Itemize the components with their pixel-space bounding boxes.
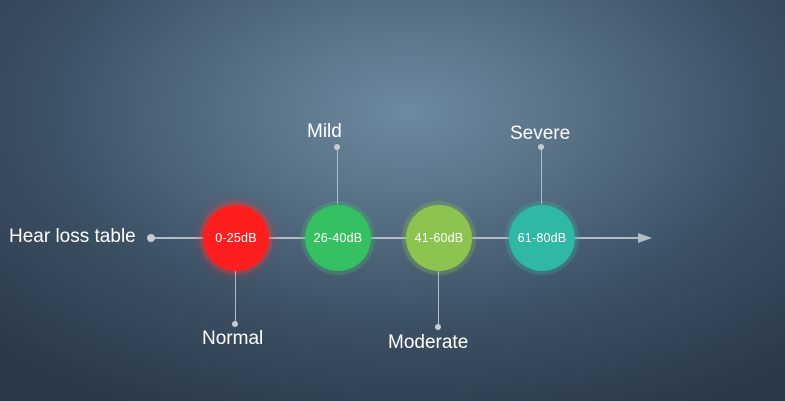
timeline-arrow-head [638, 233, 652, 243]
level-node-moderate: 41-60dB [406, 205, 472, 271]
connector-normal [235, 271, 236, 324]
connector-dot-severe [538, 144, 544, 150]
connector-severe [541, 147, 542, 204]
level-node-mild: 26-40dB [305, 205, 371, 271]
connector-dot-mild [334, 144, 340, 150]
level-label-normal: Normal [202, 328, 264, 349]
level-label-severe: Severe [510, 123, 571, 144]
timeline-start-dot [147, 234, 155, 242]
connector-dot-normal [232, 321, 238, 327]
level-label-mild: Mild [307, 121, 342, 142]
connector-moderate [438, 271, 439, 327]
connector-dot-moderate [435, 324, 441, 330]
timeline-line [150, 237, 640, 239]
level-node-normal: 0-25dB [203, 205, 269, 271]
diagram-title: Hear loss table [9, 226, 136, 247]
level-label-moderate: Moderate [388, 332, 469, 353]
level-node-severe: 61-80dB [509, 205, 575, 271]
connector-mild [337, 147, 338, 204]
